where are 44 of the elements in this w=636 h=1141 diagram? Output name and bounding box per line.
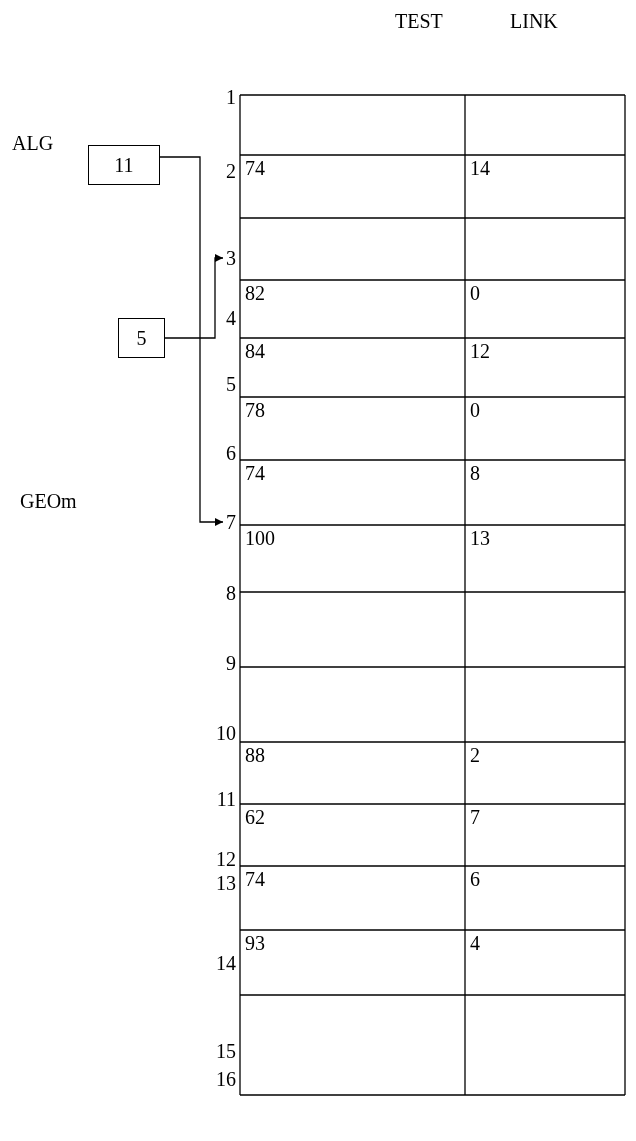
table-text: 2	[470, 744, 480, 766]
row-number: 16	[216, 1068, 236, 1090]
table-text: 12	[470, 340, 490, 362]
table-text: 7	[470, 806, 480, 828]
table-text: 74	[245, 868, 265, 890]
row-number: 12	[216, 848, 236, 870]
table-text: 8	[470, 462, 480, 484]
box-label: ALG	[12, 132, 54, 154]
table-text: 14	[470, 157, 490, 179]
table-text: 100	[245, 527, 275, 549]
table-text: 88	[245, 744, 265, 766]
column-header: TEST	[395, 10, 443, 32]
row-number: 6	[226, 442, 236, 464]
table-text: 84	[245, 340, 265, 362]
pointer-box: 11	[88, 145, 160, 185]
column-header: LINK	[510, 10, 558, 32]
table-text: 93	[245, 932, 265, 954]
row-number: 4	[226, 307, 236, 329]
table-text: 82	[245, 282, 265, 304]
arrow	[164, 254, 224, 339]
table-text: 0	[470, 399, 480, 421]
row-number: 8	[226, 582, 236, 604]
row-number: 2	[226, 160, 236, 182]
row-number: 13	[216, 872, 236, 894]
row-number: 14	[216, 952, 236, 974]
table-text: 74	[245, 462, 265, 484]
pointer-box: 5	[118, 318, 165, 358]
row-number: 15	[216, 1040, 236, 1062]
table-text: 13	[470, 527, 490, 549]
table-text: 78	[245, 399, 265, 421]
row-number: 9	[226, 652, 236, 674]
table-text: 0	[470, 282, 480, 304]
table-text: 4	[470, 932, 480, 954]
row-number: 3	[226, 247, 236, 269]
row-number: 1	[226, 86, 236, 108]
table-text: 6	[470, 868, 480, 890]
list-label: GEOm	[20, 490, 77, 512]
table-text: 62	[245, 806, 265, 828]
arrow	[159, 156, 224, 526]
row-number: 10	[216, 722, 236, 744]
row-number: 7	[226, 511, 236, 533]
row-number: 11	[216, 788, 236, 810]
row-number: 5	[226, 373, 236, 395]
table-text: 74	[245, 157, 265, 179]
